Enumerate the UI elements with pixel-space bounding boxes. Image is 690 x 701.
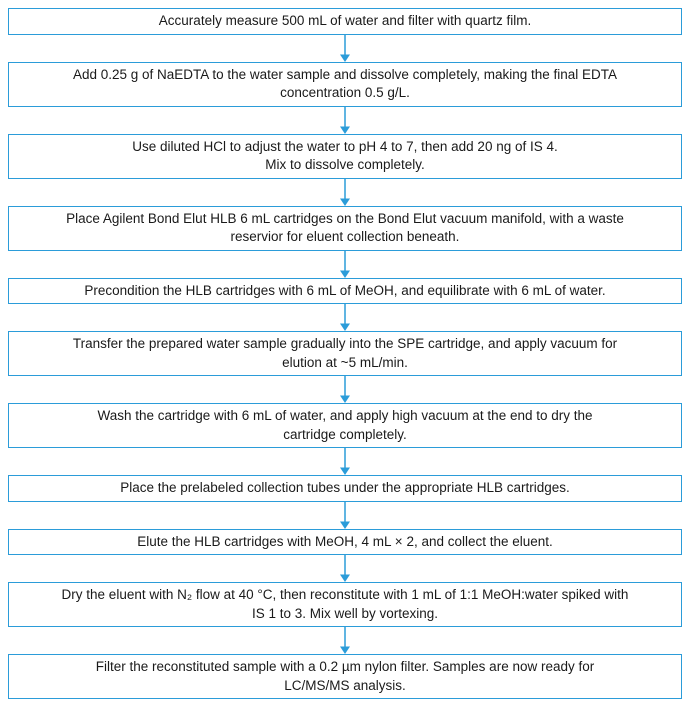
flow-step-box: Accurately measure 500 mL of water and f…	[8, 8, 682, 35]
flow-step-text: Filter the reconstituted sample with a 0…	[95, 659, 595, 674]
flow-step-text: Place the prelabeled collection tubes un…	[120, 480, 570, 495]
down-arrow-icon	[8, 555, 682, 582]
flow-step-text: Mix to dissolve completely.	[265, 157, 425, 172]
flow-step-box: Filter the reconstituted sample with a 0…	[8, 654, 682, 699]
down-arrow-icon	[8, 34, 682, 62]
flow-step-box: Place the prelabeled collection tubes un…	[8, 475, 682, 502]
flow-step-box: Place Agilent Bond Elut HLB 6 mL cartrid…	[8, 205, 682, 251]
flow-step-text: Add 0.25 g of NaEDTA to the water sample…	[72, 66, 618, 82]
down-arrow-icon	[8, 178, 682, 206]
down-arrow-icon	[8, 627, 682, 654]
flow-step-box: Precondition the HLB cartridges with 6 m…	[8, 277, 682, 304]
flow-step-box: Add 0.25 g of NaEDTA to the water sample…	[8, 61, 682, 107]
flow-step-box: Wash the cartridge with 6 mL of water, a…	[8, 403, 682, 448]
flow-step-text: Place Agilent Bond Elut HLB 6 mL cartrid…	[66, 210, 624, 226]
flow-step-text: Use diluted HCl to adjust the water to p…	[132, 138, 558, 154]
flow-step-box: Use diluted HCl to adjust the water to p…	[8, 133, 682, 179]
flow-step-box: Dry the eluent with N₂ flow at 40 °C, th…	[8, 582, 682, 627]
flow-step-text: LC/MS/MS analysis.	[284, 677, 406, 693]
down-arrow-icon	[8, 106, 682, 134]
down-arrow-icon	[8, 304, 682, 331]
flow-step-text: Wash the cartridge with 6 mL of water, a…	[97, 408, 593, 423]
down-arrow-icon	[8, 448, 682, 475]
down-arrow-icon	[8, 501, 682, 529]
flow-step-text: Transfer the prepared water sample gradu…	[72, 336, 618, 351]
flow-step-box: Elute the HLB cartridges with MeOH, 4 mL…	[8, 528, 682, 555]
down-arrow-icon	[8, 376, 682, 403]
flow-step-text: cartridge completely.	[283, 426, 407, 442]
flow-step-text: concentration 0.5 g/L.	[280, 85, 410, 100]
down-arrow-icon	[8, 250, 682, 278]
flow-step-text: Precondition the HLB cartridges with 6 m…	[84, 282, 606, 298]
flow-step-box: Transfer the prepared water sample gradu…	[8, 331, 682, 376]
flow-step-text: elution at ~5 mL/min.	[282, 354, 408, 370]
flow-step-text: IS 1 to 3. Mix well by vortexing.	[251, 605, 439, 621]
flow-step-text: Elute the HLB cartridges with MeOH, 4 mL…	[137, 533, 553, 549]
flow-step-text: reservior for eluent collection beneath.	[230, 229, 460, 244]
flow-step-text: Dry the eluent with N₂ flow at 40 °C, th…	[61, 587, 629, 602]
flow-step-text: Accurately measure 500 mL of water and f…	[158, 13, 532, 28]
